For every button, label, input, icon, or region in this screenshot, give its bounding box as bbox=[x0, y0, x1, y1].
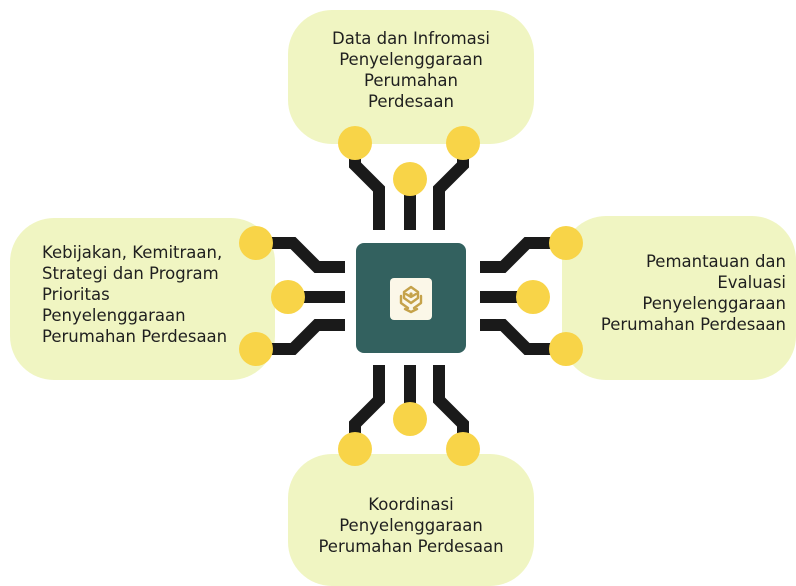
pin-left-bottom bbox=[239, 332, 273, 366]
connector-left-top bbox=[258, 237, 345, 273]
pin-right-middle bbox=[516, 280, 550, 314]
connector-right-bottom bbox=[480, 319, 563, 355]
connector-left-bottom bbox=[258, 319, 345, 355]
pin-group bbox=[239, 126, 583, 466]
node-left: Kebijakan, Kemitraan, Strategi dan Progr… bbox=[10, 218, 275, 380]
node-right: Pemantauan dan Evaluasi Penyelenggaraan … bbox=[562, 216, 796, 380]
node-top: Data dan Infromasi Penyelenggaraan Perum… bbox=[288, 10, 534, 144]
node-right-label: Pemantauan dan Evaluasi Penyelenggaraan … bbox=[600, 252, 786, 334]
pin-top-left bbox=[338, 126, 372, 160]
pin-bottom-right bbox=[446, 432, 480, 466]
pin-left-middle bbox=[271, 280, 305, 314]
pin-top-middle bbox=[393, 162, 427, 196]
node-bottom-label: Koordinasi Penyelenggaraan Perumahan Per… bbox=[318, 494, 504, 556]
pin-left-top bbox=[239, 226, 273, 260]
node-bottom: Koordinasi Penyelenggaraan Perumahan Per… bbox=[288, 454, 534, 586]
pin-bottom-left bbox=[338, 432, 372, 466]
node-top-label: Data dan Infromasi Penyelenggaraan Perum… bbox=[332, 29, 490, 111]
pin-bottom-middle bbox=[393, 402, 427, 436]
pin-right-top bbox=[549, 226, 583, 260]
pin-top-right bbox=[446, 126, 480, 160]
pin-right-bottom bbox=[549, 332, 583, 366]
emblem-logo-icon bbox=[390, 278, 432, 320]
node-left-label: Kebijakan, Kemitraan, Strategi dan Progr… bbox=[42, 242, 228, 346]
connector-right-top bbox=[480, 237, 563, 273]
